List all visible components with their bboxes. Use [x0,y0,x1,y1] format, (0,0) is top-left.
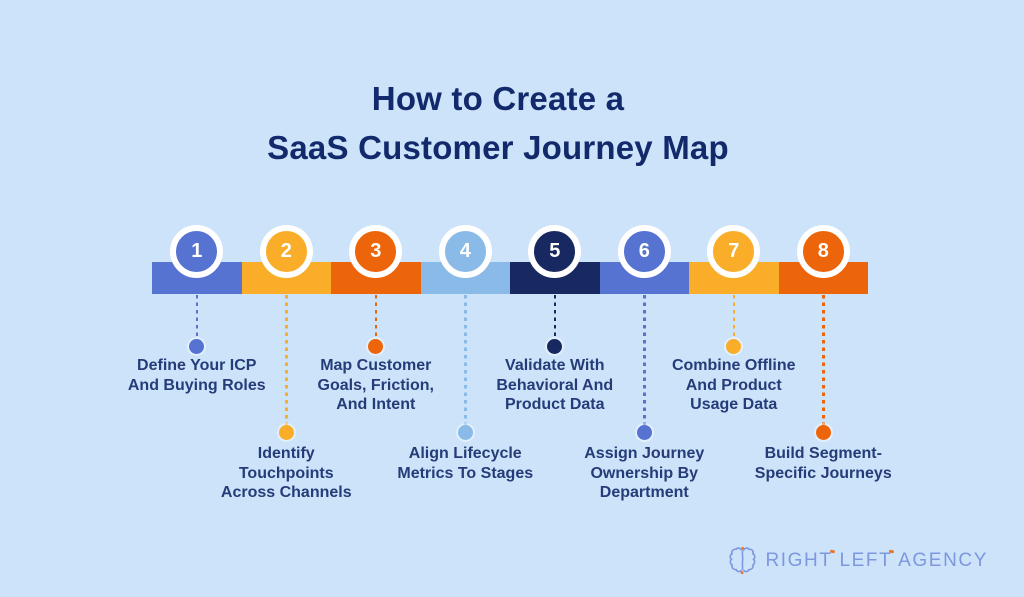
step-connector-line [643,295,646,425]
step-dot [457,425,473,440]
step-connector-line [285,295,288,425]
step-dot [636,425,652,440]
timeline-segment-1 [152,262,242,294]
step-connector-line [464,295,467,425]
brain-icon [729,546,757,575]
title-line-2: SaaS Customer Journey Map [267,129,729,166]
timeline-segment-2 [241,262,331,294]
step-label: Build Segment- Specific Journeys [754,445,892,482]
timeline-bar [152,262,868,294]
step-label: Map Customer Goals, Friction, And Intent [317,357,434,413]
step-connector-line [732,295,735,339]
logo-text: RIGHT LEFT AGENCY [765,549,988,571]
timeline-segment-7 [689,262,779,294]
brand-logo: RIGHT LEFT AGENCY [729,546,988,575]
step-label: Assign Journey Ownership By Department [584,445,705,501]
step-dot [278,425,294,440]
step-dot [189,339,205,354]
step-dot [726,339,742,354]
step-dot [368,339,384,354]
step-connector-line [553,295,556,339]
timeline-segment-4 [420,262,510,294]
timeline-segment-3 [331,262,421,294]
step-connector-line [195,295,198,339]
step-connector-line [374,295,377,339]
page-title: How to Create a SaaS Customer Journey Ma… [0,74,1010,172]
step-label: Validate With Behavioral And Product Dat… [496,357,614,413]
timeline-segment-5 [510,262,600,294]
timeline-segment-8 [778,262,868,294]
step-label: Define Your ICP And Buying Roles [127,357,266,394]
step-label: Combine Offline And Product Usage Data [671,357,796,413]
step-label: Align Lifecycle Metrics To Stages [397,445,534,482]
step-dot [547,339,563,354]
timeline-segment-6 [599,262,689,294]
title-line-1: How to Create a [371,80,625,117]
step-label: Identify Touchpoints Across Channels [220,445,352,501]
step-dot [815,425,831,440]
step-connector-line [822,295,825,425]
